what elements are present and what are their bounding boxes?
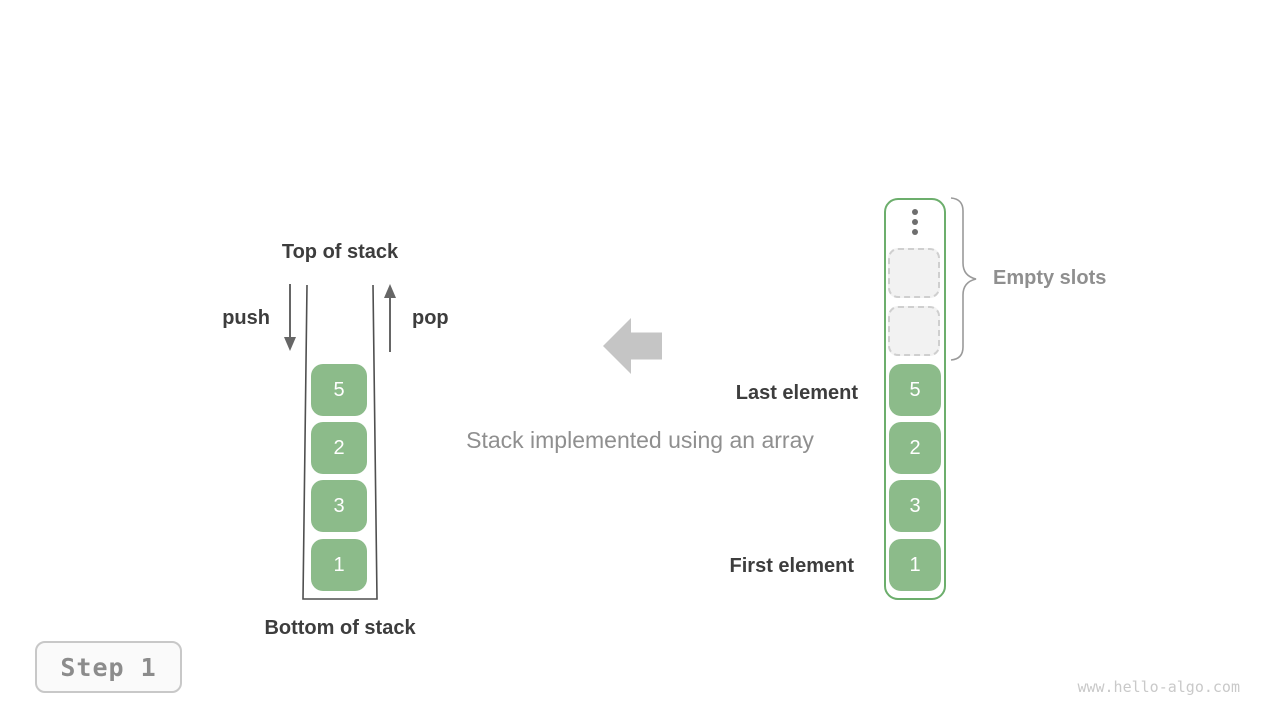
- array-cell: 5: [889, 364, 941, 416]
- array-cell: 2: [889, 422, 941, 474]
- diagram-caption: Stack implemented using an array: [466, 427, 814, 453]
- array-cell: 1: [889, 539, 941, 591]
- top-of-stack-label: Top of stack: [281, 241, 399, 263]
- push-label: push: [222, 307, 270, 329]
- stack-cell: 1: [311, 539, 367, 591]
- pop-arrow-icon: [384, 284, 396, 352]
- first-element-label: First element: [729, 555, 854, 577]
- last-element-label: Last element: [735, 382, 858, 404]
- empty-slot: [888, 306, 940, 356]
- step-badge: Step 1: [35, 641, 182, 693]
- stack-cell: 5: [311, 364, 367, 416]
- left-arrow-icon: [603, 318, 662, 374]
- brace-icon: [950, 197, 977, 361]
- ellipsis-icon: [886, 209, 944, 235]
- stack-container-outline: [302, 284, 378, 600]
- push-arrow-icon: [284, 284, 296, 351]
- array-container: 5 2 3 1: [884, 198, 946, 600]
- array-cell: 3: [889, 480, 941, 532]
- stack-cell: 2: [311, 422, 367, 474]
- stack-cell: 3: [311, 480, 367, 532]
- watermark-url: www.hello-algo.com: [1077, 678, 1240, 696]
- step-badge-label: Step 1: [60, 652, 157, 682]
- bottom-of-stack-label: Bottom of stack: [264, 617, 416, 639]
- empty-slots-label: Empty slots: [993, 267, 1107, 289]
- empty-slot: [888, 248, 940, 298]
- pop-label: pop: [412, 307, 449, 329]
